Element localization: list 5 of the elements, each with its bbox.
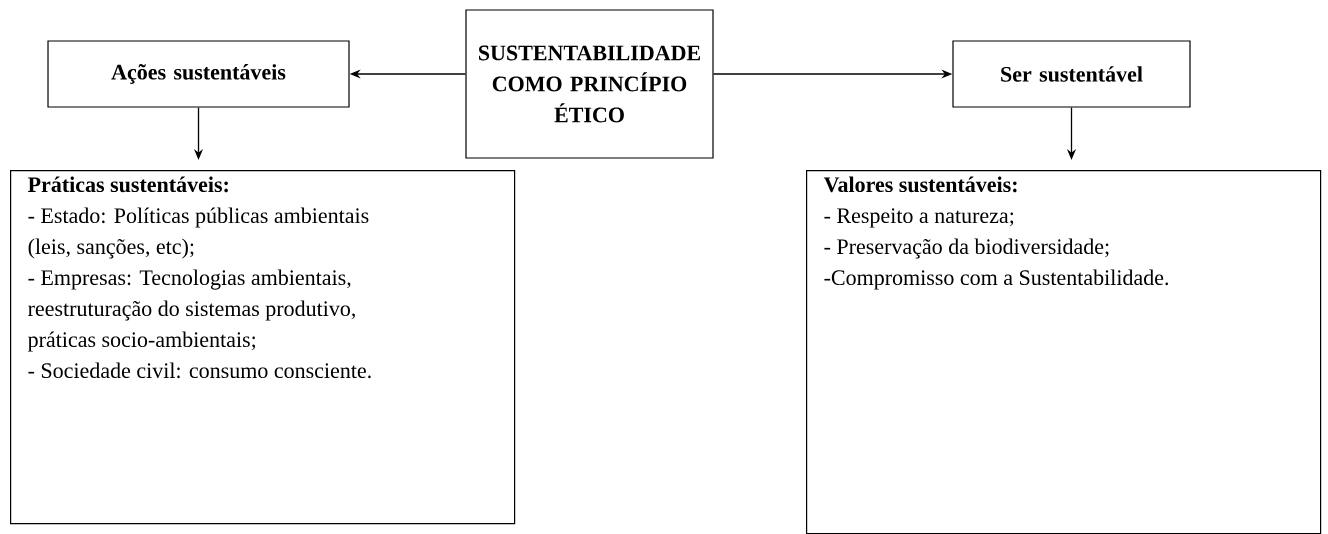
- list-box: Práticas sustentáveis: - Estado: Políticas públicas ambientais (leis, sanções, etc); - Empresas: Tecnologias ambientais, reestruturação do sistemas produtivo, práticas socio-ambientais; - Sociedade civil: consumo consciente.: [10, 170, 516, 525]
- process-box: Ser sustentável: [952, 40, 1191, 108]
- title-box: SUSTENTABILIDADE COMO PRINCÍPIO ÉTICO: [465, 9, 714, 159]
- process-box: Ações sustentáveis: [47, 40, 350, 108]
- list-box: Valores sustentáveis: - Respeito a natureza; - Preservação da biodiversidade; -Compromisso com a Sustentabilidade.: [806, 170, 1322, 534]
